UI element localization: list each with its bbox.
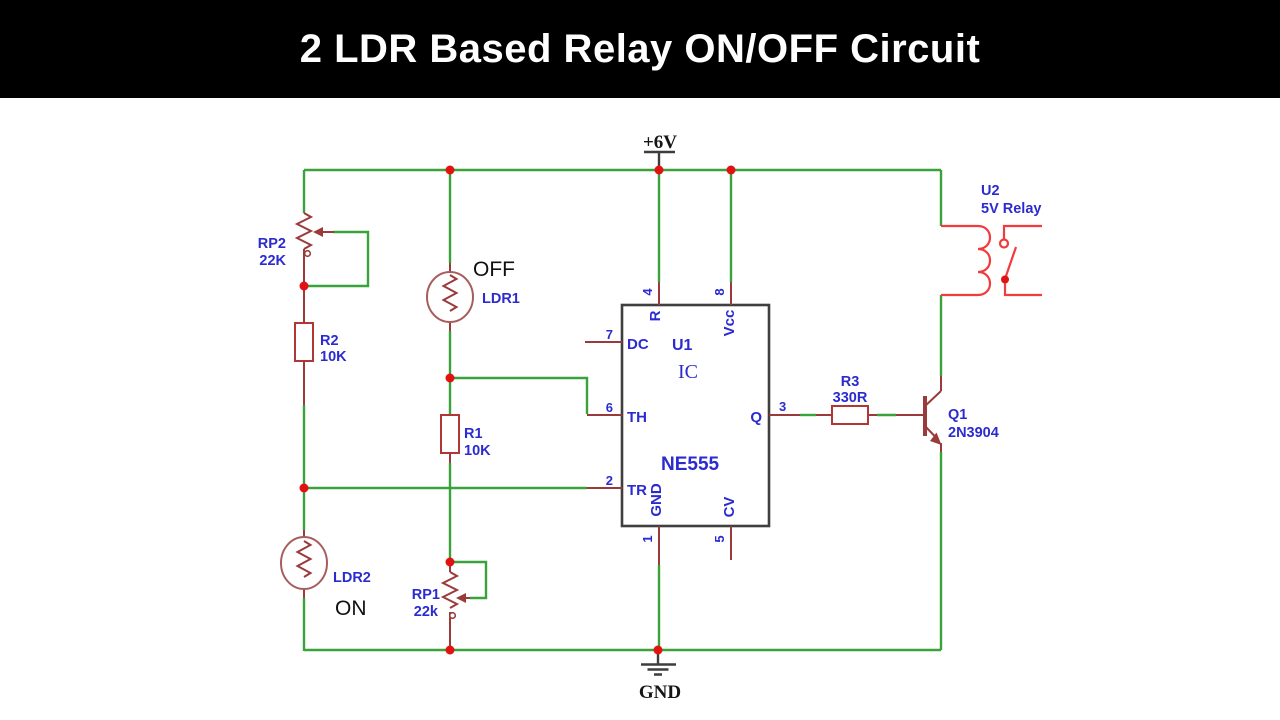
gnd-label: GND — [639, 682, 681, 703]
gnd-symbol: GND — [639, 651, 681, 703]
ne555-ic: U1 IC NE555 DC TH TR Q R Vcc GND CV 7 6 … — [585, 282, 800, 565]
rp2-potentiometer: RP2 22K — [258, 212, 334, 323]
title-banner: 2 LDR Based Relay ON/OFF Circuit — [0, 0, 1280, 98]
r2-resistor: R2 10K — [294, 322, 347, 405]
ic-pin8-number: 8 — [712, 288, 727, 295]
junction-dots — [299, 165, 736, 655]
q1-value: 2N3904 — [948, 425, 999, 441]
ic-pin-vcc-label: Vcc — [721, 310, 738, 337]
q1-ref: Q1 — [948, 407, 967, 423]
u2-value: 5V Relay — [981, 201, 1041, 217]
wires-green — [302, 168, 943, 652]
ic-pin4-number: 4 — [640, 288, 655, 296]
r3-resistor: R3 330R — [816, 374, 877, 425]
r1-value: 10K — [464, 443, 491, 459]
rp1-value: 22k — [414, 604, 439, 620]
rp1-ref: RP1 — [412, 587, 440, 603]
rp1-wiper-arrow-icon — [456, 593, 466, 603]
u2-ref: U2 — [981, 183, 1000, 199]
u2-relay: U2 5V Relay — [941, 183, 1042, 297]
ldr2-photoresistor: LDR2 ON — [280, 530, 371, 620]
ic-ref: U1 — [672, 337, 693, 354]
ic-pin-cv-label: CV — [721, 497, 738, 518]
ic-pin-gnd-label: GND — [648, 483, 665, 517]
page-title: 2 LDR Based Relay ON/OFF Circuit — [299, 26, 981, 71]
r2-value: 10K — [320, 349, 347, 365]
ldr2-state-label: ON — [335, 597, 367, 620]
ic-pin3-number: 3 — [779, 399, 786, 414]
relay-contact-pivot — [1001, 275, 1009, 284]
r1-resistor: R1 10K — [440, 414, 491, 463]
q1-transistor: Q1 2N3904 — [896, 376, 999, 452]
ldr2-ref: LDR2 — [333, 570, 371, 586]
ldr1-state-label: OFF — [473, 258, 515, 281]
rp1-potentiometer: RP1 22k — [412, 564, 470, 650]
rp2-value: 22K — [259, 253, 286, 269]
ic-pin-dc-label: DC — [627, 336, 649, 353]
ic-pin-tr-label: TR — [627, 482, 647, 499]
r1-ref: R1 — [464, 426, 483, 442]
vcc-symbol: +6V — [643, 132, 677, 170]
ic-pin1-number: 1 — [640, 535, 655, 542]
ic-label: IC — [678, 361, 698, 383]
rp2-wiper-arrow-icon — [313, 227, 323, 237]
ldr1-ref: LDR1 — [482, 291, 520, 307]
rp2-ref: RP2 — [258, 236, 286, 252]
ldr1-photoresistor: OFF LDR1 — [426, 258, 520, 331]
ic-pin-r-label: R — [647, 310, 664, 321]
r3-value: 330R — [833, 390, 868, 406]
r3-ref: R3 — [841, 374, 860, 390]
r2-ref: R2 — [320, 333, 339, 349]
vcc-label: +6V — [643, 132, 677, 153]
ic-pin6-number: 6 — [606, 400, 613, 415]
ic-pin5-number: 5 — [712, 535, 727, 542]
q1-emitter-arrow-icon — [930, 432, 942, 445]
ic-pin-th-label: TH — [627, 409, 647, 426]
ic-part-number: NE555 — [661, 454, 720, 475]
ic-pin2-number: 2 — [606, 473, 613, 488]
ic-pin-q-label: Q — [750, 409, 762, 426]
ic-pin7-number: 7 — [606, 327, 613, 342]
